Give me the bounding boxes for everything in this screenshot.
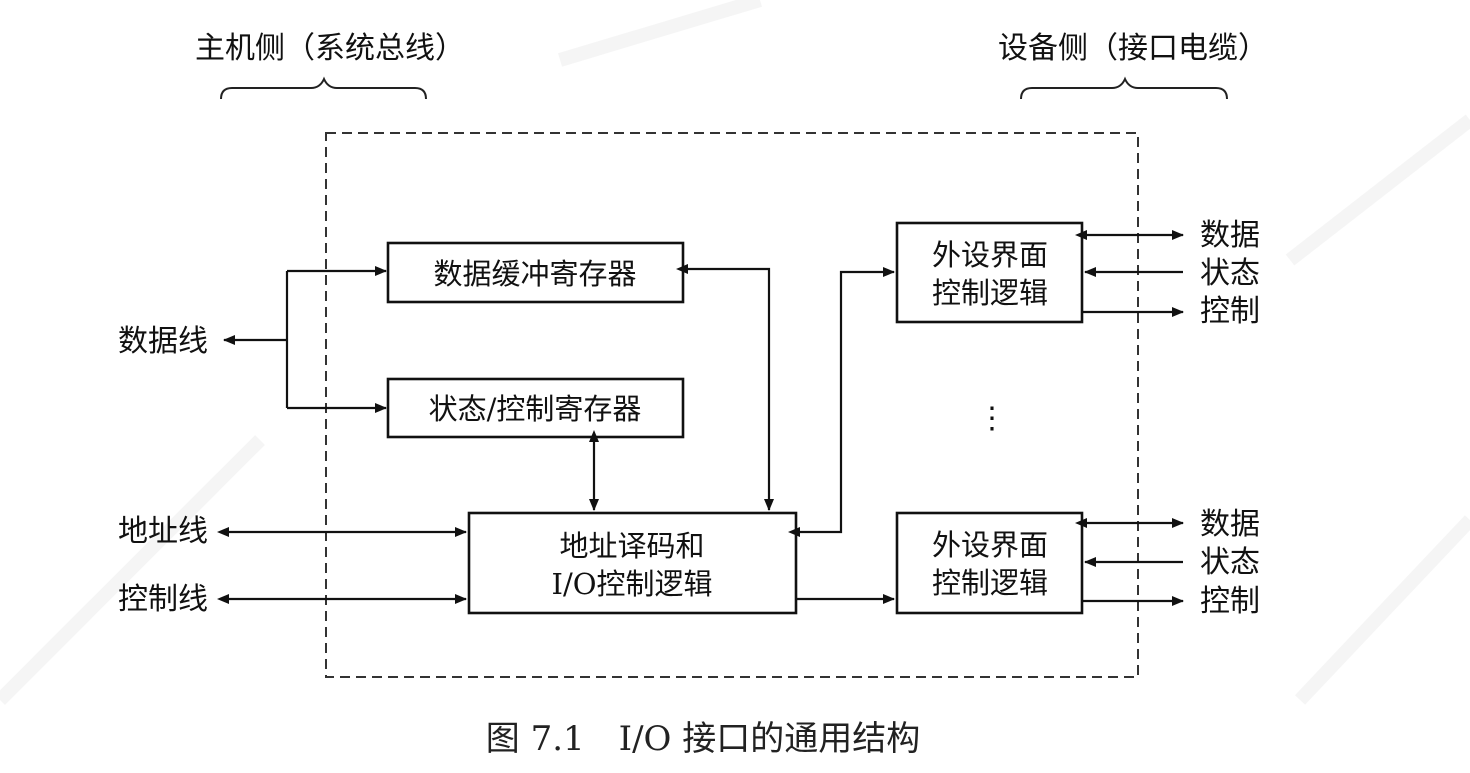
data-buffer-register: 数据缓冲寄存器 xyxy=(386,241,685,304)
peripheral-1-label-line1: 外设界面 xyxy=(932,238,1048,272)
watermark xyxy=(0,0,1470,705)
peripheral-2-label-line1: 外设界面 xyxy=(932,528,1048,562)
peripheral-2-status-label: 状态 xyxy=(1200,545,1260,580)
peripheral-2-control-label: 控制 xyxy=(1200,584,1260,619)
decoder-peripheral1-arrow xyxy=(788,267,895,537)
data-line-label: 数据线 xyxy=(118,324,208,359)
more-peripherals-ellipsis: ⋮ xyxy=(977,401,1007,436)
status-control-register: 状态/控制寄存器 xyxy=(386,377,685,439)
figure-caption: 图 7.1 I/O 接口的通用结构 xyxy=(486,719,920,759)
peripheral-1-signals: 数据 状态 控制 xyxy=(1075,218,1260,329)
device-side-label: 设备侧（接口电缆） xyxy=(998,31,1268,66)
interface-boundary xyxy=(325,132,1139,678)
peripheral-2-signals: 数据 状态 控制 xyxy=(1075,507,1260,619)
address-decode-io-logic: 地址译码和 I/O控制逻辑 xyxy=(467,511,798,615)
host-side-label: 主机侧（系统总线） xyxy=(195,31,465,66)
status-control-register-label: 状态/控制寄存器 xyxy=(429,392,642,426)
peripheral-1-label-line2: 控制逻辑 xyxy=(932,276,1048,310)
peripheral-control-logic-2: 外设界面 控制逻辑 xyxy=(895,511,1084,615)
data-buffer-register-label: 数据缓冲寄存器 xyxy=(433,257,636,291)
buffer-decoder-arrow xyxy=(676,264,774,511)
host-side-brace xyxy=(220,76,427,100)
decoder-label-line1: 地址译码和 xyxy=(559,529,704,563)
peripheral-1-status-label: 状态 xyxy=(1200,256,1260,291)
decoder-label-line2: I/O控制逻辑 xyxy=(551,567,712,601)
peripheral-1-control-label: 控制 xyxy=(1200,294,1260,329)
peripheral-2-label-line2: 控制逻辑 xyxy=(932,566,1048,600)
device-side-brace xyxy=(1020,76,1228,100)
peripheral-2-data-label: 数据 xyxy=(1200,507,1260,542)
peripheral-control-logic-1: 外设界面 控制逻辑 xyxy=(895,221,1084,324)
address-line-label: 地址线 xyxy=(118,514,208,549)
data-line-bus xyxy=(223,266,387,413)
control-line-label: 控制线 xyxy=(118,582,208,617)
peripheral-1-data-label: 数据 xyxy=(1200,218,1260,253)
